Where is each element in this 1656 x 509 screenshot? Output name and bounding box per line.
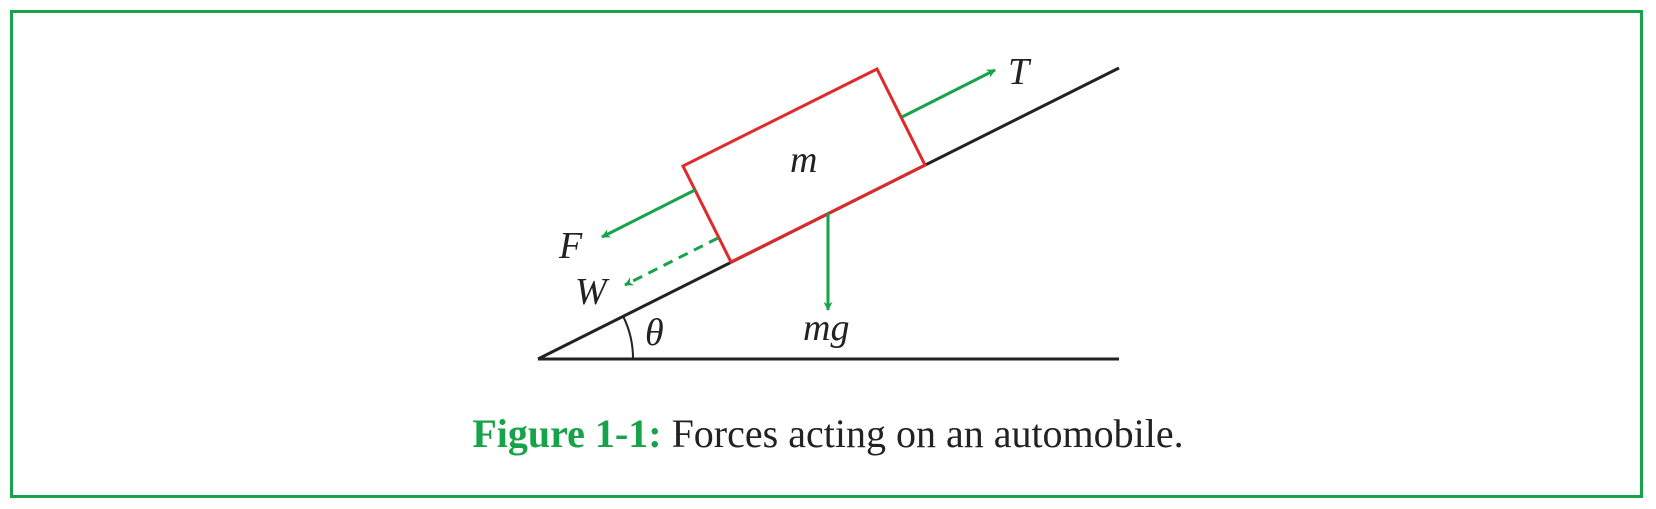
mass-label: m xyxy=(790,139,817,181)
caption-text: Forces acting on an automobile. xyxy=(661,411,1184,456)
weight-component-label: W xyxy=(575,271,610,313)
tension-label: T xyxy=(1008,51,1032,93)
weight-component-arrow xyxy=(624,236,719,287)
block-mass xyxy=(680,66,928,265)
friction-label: F xyxy=(558,225,583,267)
weight-label: mg xyxy=(803,307,849,349)
figure-frame xyxy=(10,10,1643,498)
figure-caption: Figure 1-1: Forces acting on an automobi… xyxy=(0,410,1656,457)
angle-label: θ xyxy=(645,312,664,354)
angle-arc xyxy=(622,315,635,360)
tension-arrow xyxy=(901,68,996,119)
caption-label: Figure 1-1: xyxy=(472,411,662,456)
friction-arrow xyxy=(601,188,696,239)
